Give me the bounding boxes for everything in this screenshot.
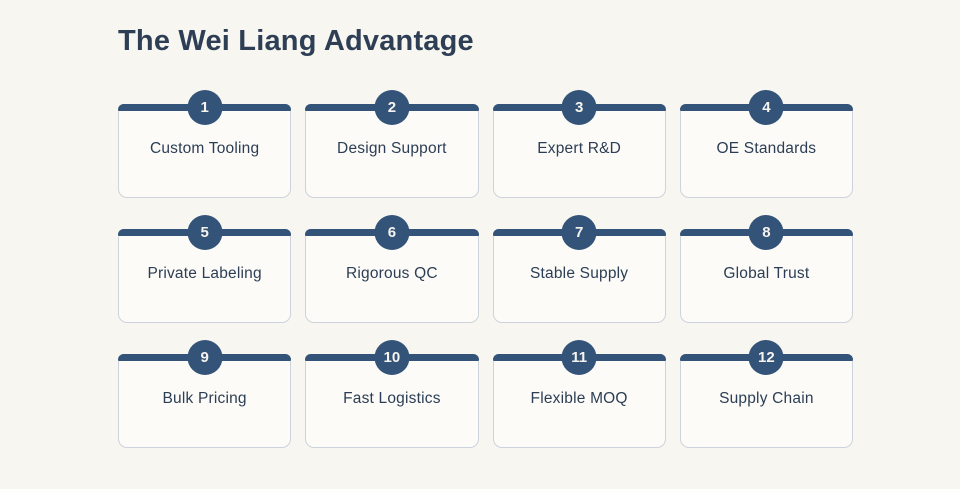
advantage-label: Custom Tooling [149,139,260,157]
advantage-card-5: 5 Private Labeling [118,214,292,323]
number-badge: 9 [187,339,223,375]
number-badge: 10 [374,339,410,375]
advantage-card-7: 7 Stable Supply [492,214,666,323]
advantage-cards-grid: 1 Custom Tooling 2 Design Support 3 Expe… [118,89,853,448]
advantage-card-9: 9 Bulk Pricing [118,339,292,448]
advantage-card-3: 3 Expert R&D [492,89,666,198]
number-badge: 3 [561,89,597,125]
badge-number: 10 [383,348,401,366]
advantage-card-6: 6 Rigorous QC [305,214,479,323]
badge-number: 12 [758,348,775,366]
badge-number: 5 [200,223,209,241]
badge-number: 3 [574,98,584,116]
advantage-label: Private Labeling [147,264,262,282]
badge-number: 11 [571,348,588,366]
advantage-card-4: 4 OE Standards [679,89,853,198]
advantage-label: Expert R&D [537,139,622,157]
advantage-card-12: 12 Supply Chain [679,339,853,448]
page-title: The Wei Liang Advantage [118,25,474,57]
advantage-section: The Wei Liang Advantage 1 Custom Tooling… [118,25,853,448]
badge-number: 9 [200,348,209,366]
advantage-label: Flexible MOQ [530,389,628,407]
advantage-label: Stable Supply [530,264,629,282]
badge-number: 7 [574,223,584,241]
number-badge: 8 [748,214,784,250]
badge-number: 1 [200,98,209,116]
number-badge: 5 [187,214,223,250]
badge-number: 8 [762,223,771,241]
number-badge: 11 [561,339,597,375]
advantage-label: Rigorous QC [345,264,438,282]
advantage-card-1: 1 Custom Tooling [118,89,292,198]
advantage-card-2: 2 Design Support [305,89,479,198]
advantage-label: Fast Logistics [343,389,441,407]
number-badge: 4 [748,89,784,125]
badge-number: 6 [387,223,397,241]
number-badge: 1 [187,89,223,125]
advantage-label: Bulk Pricing [162,389,247,407]
advantage-label: OE Standards [716,139,817,157]
advantage-card-11: 11 Flexible MOQ [492,339,666,448]
number-badge: 7 [561,214,597,250]
advantage-label: Design Support [337,139,447,157]
number-badge: 6 [374,214,410,250]
badge-number: 4 [762,98,771,116]
number-badge: 2 [374,89,410,125]
advantage-label: Supply Chain [719,389,814,407]
badge-number: 2 [387,98,397,116]
advantage-label: Global Trust [723,264,810,282]
advantage-card-8: 8 Global Trust [679,214,853,323]
advantage-card-10: 10 Fast Logistics [305,339,479,448]
number-badge: 12 [748,339,784,375]
